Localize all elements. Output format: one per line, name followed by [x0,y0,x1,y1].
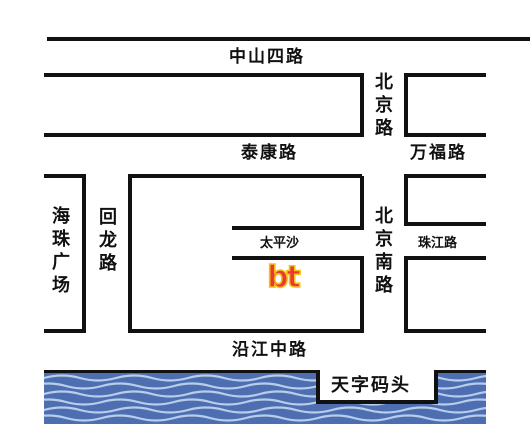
label-zhongshan-4-road: 中山四路 [229,47,305,67]
label-beijing-road: 北京路 [375,72,393,139]
block-top [47,37,530,41]
block-top-left [44,73,364,137]
bt-logo: bt [266,259,303,296]
label-tianzi-pier: 天字码头 [331,375,411,396]
label-huilong-road: 回龙路 [99,207,117,274]
label-taipingsha: 太平沙 [260,236,300,251]
block-taipingsha-top [232,176,364,230]
block-haizhu [44,174,86,333]
block-right-bottom [404,256,486,333]
label-haizhu-square: 海珠广场 [52,206,70,296]
block-right-top [404,174,486,226]
tianzi-pier-box [316,368,438,404]
bt-logo-text: bt [267,260,300,295]
label-yanjiang-middle-road: 沿江中路 [232,340,308,360]
label-beijing-south-road: 北京南路 [375,206,393,296]
block-top-right [404,73,486,137]
label-zhujiang-road: 珠江路 [418,236,458,251]
label-taikang-road: 泰康路 [241,143,298,163]
label-wanfu-road: 万福路 [410,143,467,163]
pearl-river [44,370,486,424]
block-central [128,174,364,333]
